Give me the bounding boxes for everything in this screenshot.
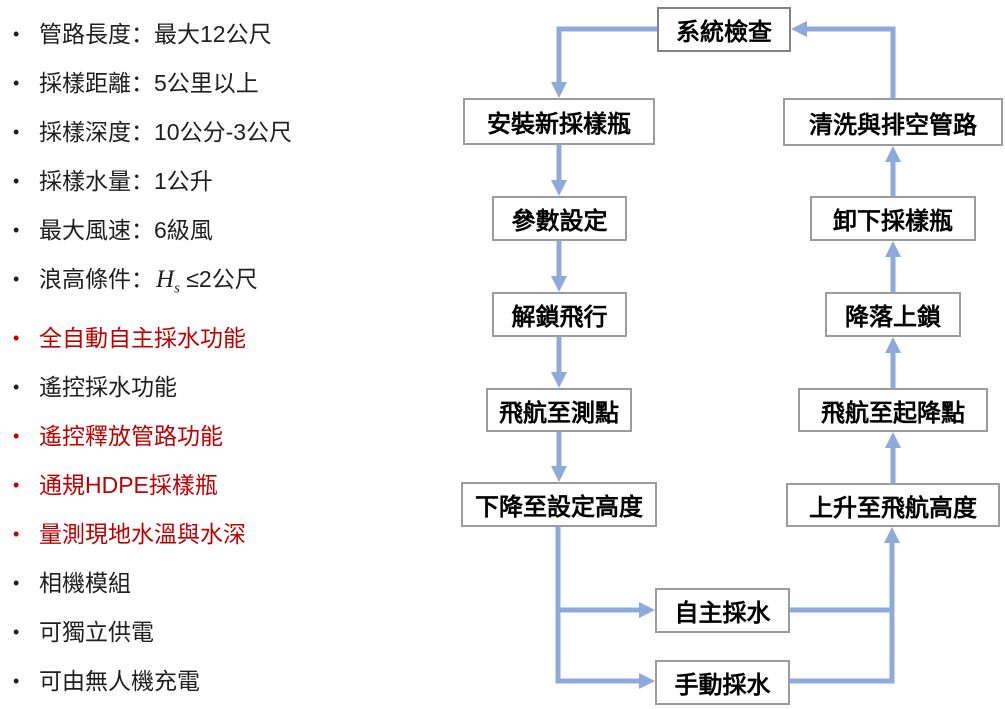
bullet-item: • 相機模組	[8, 569, 438, 597]
bullet-text: 遙控釋放管路功能	[39, 422, 223, 449]
bullet-item: • 採樣距離：5公里以上	[8, 69, 438, 97]
bullet-item: • 全自動自主採水功能	[8, 324, 438, 352]
bullet-dot-icon: •	[13, 122, 20, 142]
bullet-item: • 可獨立供電	[8, 618, 438, 646]
arrow-clean-to-systemcheck	[791, 21, 896, 98]
bullet-dot-icon: •	[13, 171, 20, 191]
bullet-dot-icon: •	[13, 73, 20, 93]
bullet-item-wave-height: • 浪高條件：Hs ≤2公尺	[8, 265, 438, 303]
formula-suffix: ≤2公尺	[179, 266, 258, 292]
bullet-text: 相機模組	[39, 569, 131, 596]
bullet-text: 採樣距離：5公里以上	[39, 70, 259, 96]
bullet-text: 最大風速：6級風	[39, 217, 213, 243]
bullet-dot-icon: •	[13, 24, 20, 44]
bullet-item: • 最大風速：6級風	[8, 216, 438, 244]
bullet-dot-icon: •	[13, 474, 20, 495]
bullet-text: 可由無人機充電	[39, 667, 200, 694]
arrow-systemcheck-to-install	[551, 26, 657, 98]
bullet-dot-icon: •	[13, 670, 20, 691]
bullet-dot-icon: •	[13, 327, 20, 348]
bullet-text: 可獨立供電	[39, 618, 154, 645]
flow-node-manual-sampling: 手動採水	[655, 660, 790, 705]
bullet-text: 採樣水量：1公升	[39, 168, 213, 194]
bullet-text: 浪高條件：Hs ≤2公尺	[39, 265, 438, 303]
bullet-dot-icon: •	[13, 220, 20, 240]
flow-node-fly-to-point: 飛航至測點	[486, 388, 632, 432]
bullet-item: • 遙控釋放管路功能	[8, 422, 438, 450]
flow-node-install-new-bottle: 安裝新採樣瓶	[463, 98, 655, 145]
formula-prefix: 浪高條件：	[39, 266, 154, 292]
bullet-item: • 採樣深度：10公分-3公尺	[8, 118, 438, 146]
bullet-text: 量測現地水溫與水深	[39, 520, 246, 547]
flow-node-clean-drain-pipes: 清洗與排空管路	[783, 98, 1003, 146]
flow-node-parameter-setting: 參數設定	[492, 196, 627, 241]
bullet-dot-icon: •	[13, 621, 20, 642]
formula-variable: H	[156, 266, 175, 293]
bullet-text: 全自動自主採水功能	[39, 324, 246, 351]
bullet-text: 採樣深度：10公分-3公尺	[39, 119, 293, 145]
bullet-item: • 通規HDPE採樣瓶	[8, 471, 438, 499]
formula-subscript: s	[174, 280, 180, 297]
bullet-dot-icon: •	[13, 269, 20, 289]
bullet-dot-icon: •	[13, 523, 20, 544]
bullet-item: • 可由無人機充電	[8, 667, 438, 695]
bullet-text: 管路長度：最大12公尺	[39, 21, 272, 47]
flow-node-unlock-flight: 解鎖飛行	[492, 292, 627, 337]
flow-node-land-lock: 降落上鎖	[825, 292, 961, 337]
bullet-dot-icon: •	[13, 425, 20, 446]
arrow-descend-to-manual	[555, 527, 655, 689]
bullet-text: 通規HDPE採樣瓶	[39, 471, 218, 498]
flow-node-system-check: 系統檢查	[657, 7, 791, 52]
bullet-item: • 採樣水量：1公升	[8, 167, 438, 195]
bullet-item: • 管路長度：最大12公尺	[8, 20, 438, 48]
bullet-item: • 遙控採水功能	[8, 373, 438, 401]
flow-node-auto-sampling: 自主採水	[655, 588, 790, 633]
flow-node-fly-to-landing: 飛航至起降點	[798, 388, 988, 432]
flow-node-remove-bottle: 卸下採樣瓶	[810, 196, 976, 241]
flow-node-ascend-to-altitude: 上升至飛航高度	[786, 483, 1000, 527]
flow-node-descend-to-height: 下降至設定高度	[461, 482, 657, 527]
arrow-manual-merge-to-ascend	[790, 527, 900, 684]
bullet-dot-icon: •	[13, 376, 20, 397]
spec-bullet-list: •管路長度：最大12公尺 •採樣距離：5公里以上 •採樣深度：10公分-3公尺 …	[8, 20, 438, 709]
bullet-dot-icon: •	[13, 572, 20, 593]
bullet-item: • 量測現地水溫與水深	[8, 520, 438, 548]
bullet-text: 遙控採水功能	[39, 373, 177, 400]
